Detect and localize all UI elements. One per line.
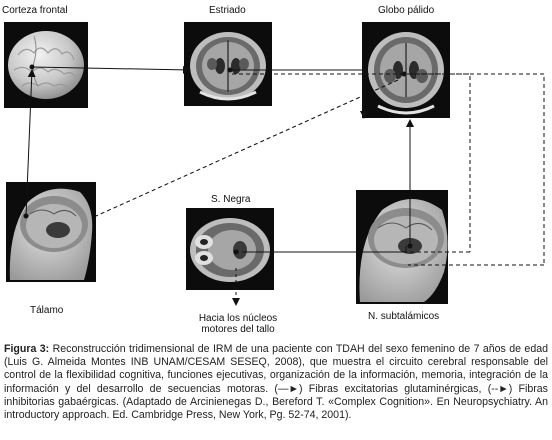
label-nucleos-line1: Hacia los núcleos (198, 313, 278, 324)
circuit-diagram (4, 22, 545, 306)
dashed-link-estriado-globo (232, 73, 545, 265)
arrowhead-tallo (232, 298, 240, 306)
solid-link-corteza-estriado (31, 65, 191, 74)
label-nucleos-line2: motores del tallo (201, 324, 275, 335)
panel-globo-palido (362, 22, 450, 118)
dashed-link-globo-right (402, 73, 471, 252)
label-n-subtalamicos: N. subtalámicos (368, 311, 440, 322)
caption-text-part3: Fibras inhibitorias gabaérgicas. (Adapta… (4, 382, 548, 422)
label-talamo: Tálamo (30, 305, 64, 316)
caption-text-part2: Fibras excitatorias glutaminérgicas, (308, 382, 482, 395)
panel-estriado (184, 22, 272, 106)
label-corteza-frontal: Corteza frontal (2, 5, 68, 16)
dashed-arrow-symbol: (--►) (487, 382, 513, 395)
connections (25, 65, 545, 306)
label-s-negra: S. Negra (211, 194, 251, 205)
solid-link-corteza-talamo (25, 69, 36, 217)
label-globo-palido: Globo pálido (378, 5, 435, 16)
caption-text-part1: Reconstrucción tridimensional de IRM de … (4, 343, 548, 395)
label-nucleos-tallo: Hacia los núcleos motores del tallo (190, 313, 286, 335)
label-estriado: Estriado (209, 5, 246, 16)
panel-s-negra (186, 208, 274, 290)
dashed-link-globo-talamo (95, 79, 399, 217)
panel-n-subtalamicos (356, 190, 448, 304)
node-dots (23, 64, 413, 255)
solid-link-estriado-globo (230, 69, 368, 119)
figure-caption: Figura 3: Reconstrucción tridimensional … (4, 343, 548, 422)
caption-figure-label: Figura 3: (4, 343, 50, 355)
panel-talamo (6, 182, 96, 282)
solid-arrow-symbol: (—►) (274, 382, 303, 395)
panel-corteza-frontal (4, 22, 88, 108)
